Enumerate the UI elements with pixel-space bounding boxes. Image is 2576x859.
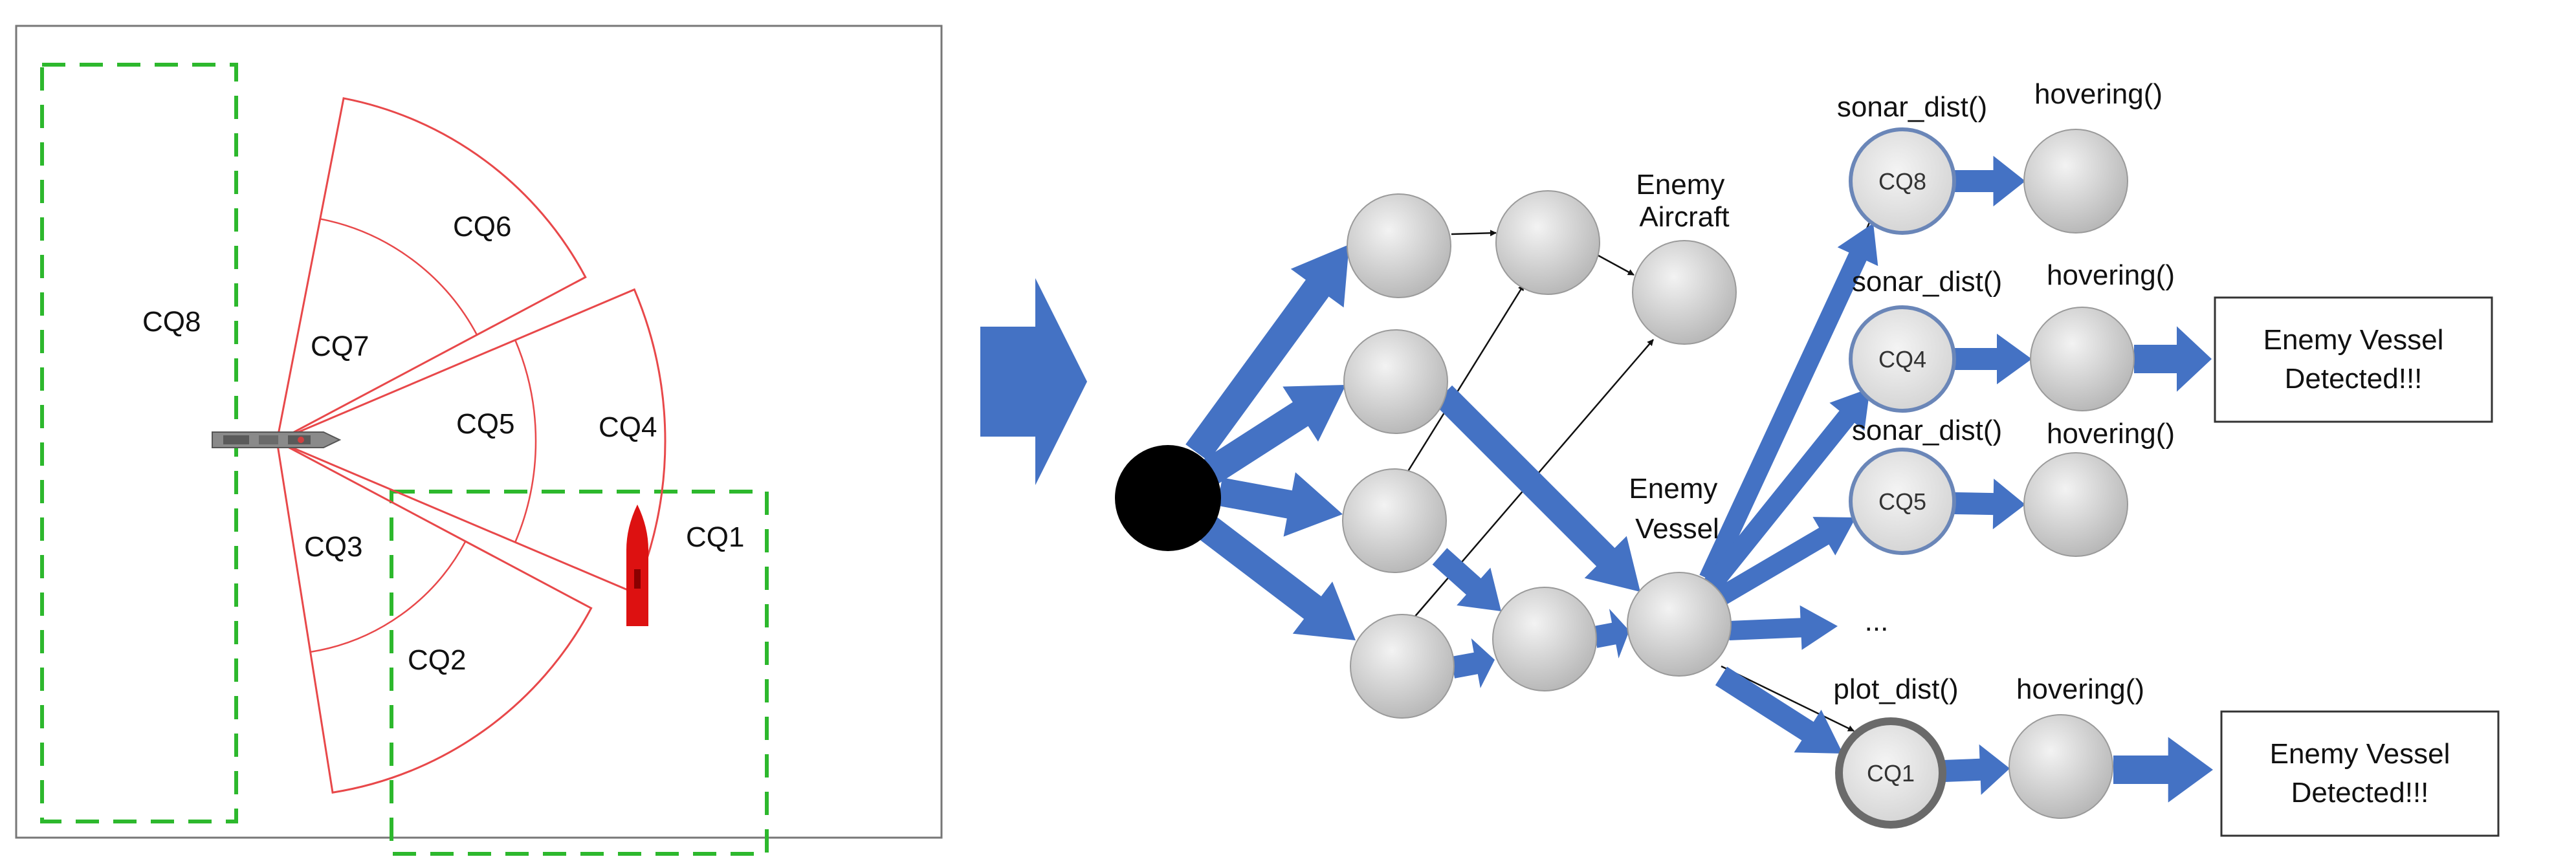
ellipsis-label: ...: [1865, 605, 1889, 637]
behavior-graph: CQ8 CQ4 CQ5 CQ1 Enemy Aircraft Enemy Ves…: [1115, 78, 2500, 837]
zone-label-cq7: CQ7: [311, 331, 369, 362]
enemy-aircraft-node: [1632, 240, 1737, 345]
own-ship-icon: [212, 431, 342, 448]
enemy-vessel-node: [1627, 572, 1732, 677]
blue-edge-arrow: [1954, 333, 2032, 385]
sonar-dist-label: sonar_dist(): [1837, 91, 1987, 123]
blue-edge-arrow: [1954, 479, 2025, 530]
thin-edge: [1721, 665, 1855, 732]
cq5-node-label: CQ5: [1878, 488, 1926, 515]
result-box: Enemy Vessel Detected!!!: [2220, 710, 2500, 837]
enemy-vessel-icon: [626, 505, 648, 626]
upper-sector-outline: [275, 97, 587, 443]
thin-edge: [1451, 230, 1497, 237]
thin-edge: [1598, 254, 1635, 276]
plot-dist-label: plot_dist(): [1833, 673, 1958, 705]
graph-node: [1492, 587, 1597, 691]
cq5-node: [1849, 448, 1956, 555]
blue-edge-arrow: [2134, 326, 2212, 392]
coverage-map-panel: CQ8 CQ7 CQ6 CQ5 CQ4 CQ3 CQ2 CQ1: [15, 25, 943, 856]
enemy-aircraft-label: Enemy Aircraft: [1636, 169, 1732, 233]
upper-sector-inner-arc: [320, 218, 478, 336]
enemy-vessel-label: Enemy Vessel: [1629, 473, 1725, 545]
blue-edge-arrow: [1433, 385, 1640, 592]
zone-label-cq6: CQ6: [453, 211, 511, 243]
transition-arrow: [980, 278, 1087, 485]
enemy-aircraft-label-line2: Aircraft: [1639, 201, 1729, 233]
graph-node: [1342, 468, 1447, 573]
blue-edge-arrow: [1713, 517, 1856, 607]
hovering-label: hovering(): [2047, 418, 2175, 450]
result-box: Enemy Vessel Detected!!!: [2214, 296, 2493, 423]
blue-edge-arrow: [1432, 548, 1501, 611]
graph-node: [1350, 614, 1455, 719]
blue-edge-arrow: [1943, 744, 2010, 795]
blue-edge-arrow: [2113, 737, 2213, 803]
blue-edge-arrow: [1728, 605, 1838, 650]
zone-label-cq8: CQ8: [142, 306, 201, 338]
cq4-node: [1849, 305, 1956, 413]
cq4-node-label: CQ4: [1878, 346, 1926, 373]
sonar-dist-label: sonar_dist(): [1852, 266, 2002, 298]
graph-edges: [1185, 155, 2213, 803]
lower-sector-outline: [276, 439, 593, 794]
result-box-line1: Enemy Vessel: [2263, 324, 2444, 356]
enemy-vessel-label-line2: Vessel: [1635, 513, 1719, 545]
blue-edge-arrow: [1217, 472, 1343, 537]
lower-sector-inner-arc: [310, 541, 467, 653]
graph-node: [1495, 190, 1600, 295]
zone-label-cq1: CQ1: [686, 521, 744, 553]
hovering-node: [2023, 129, 2128, 234]
thin-edge: [1406, 284, 1525, 473]
enemy-aircraft-label-line1: Enemy: [1636, 169, 1724, 201]
blue-edge-arrow: [1198, 516, 1356, 640]
middle-sector-inner-arc: [514, 340, 537, 543]
cq8-node-label: CQ8: [1878, 168, 1926, 195]
hovering-node: [2009, 714, 2113, 819]
graph-node: [1343, 329, 1448, 434]
blue-edge-arrow: [1450, 638, 1495, 688]
sonar-dist-label: sonar_dist(): [1852, 415, 2002, 446]
zone-label-cq4: CQ4: [599, 411, 657, 443]
enemy-vessel-label-line1: Enemy: [1629, 473, 1717, 505]
zone-label-cq2: CQ2: [408, 644, 466, 676]
cq1-node: [1835, 717, 1946, 829]
graph-node: [1347, 193, 1451, 298]
hovering-label: hovering(): [2034, 78, 2163, 110]
blue-edge-arrow: [1954, 155, 2025, 207]
start-node: [1115, 445, 1221, 551]
hovering-label: hovering(): [2016, 673, 2144, 705]
cq1-dashed-zone: [390, 490, 769, 856]
cq1-node-label: CQ1: [1867, 760, 1915, 787]
result-box-line2: Detected!!!: [2285, 363, 2423, 395]
blue-edge-arrow: [1592, 609, 1629, 658]
zone-label-cq3: CQ3: [304, 531, 362, 563]
blue-edge-arrow: [1185, 245, 1349, 461]
blue-edge-arrow: [1202, 385, 1346, 484]
blue-edge-arrow: [1699, 223, 1878, 583]
hovering-node: [2023, 452, 2128, 557]
hovering-label: hovering(): [2047, 259, 2175, 291]
blue-edge-arrow: [1704, 388, 1870, 592]
result-box-line2: Detected!!!: [2291, 777, 2429, 809]
map-frame: [15, 25, 943, 839]
result-box-line1: Enemy Vessel: [2270, 738, 2450, 770]
zone-label-cq5: CQ5: [456, 408, 514, 440]
blue-edge-arrow: [1715, 666, 1843, 754]
cq8-node: [1849, 127, 1956, 235]
hovering-node: [2030, 307, 2135, 411]
